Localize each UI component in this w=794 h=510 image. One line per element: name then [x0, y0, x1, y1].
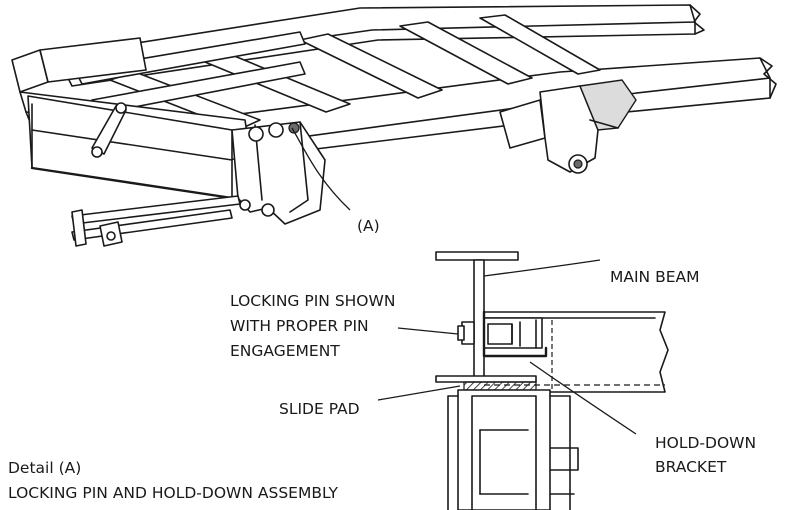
- caption-title: Detail (A): [8, 459, 81, 477]
- locking-pin-leader: [397, 327, 459, 335]
- caption-subtitle: LOCKING PIN AND HOLD-DOWN ASSEMBLY: [8, 484, 339, 502]
- slide-pad-label: SLIDE PAD: [279, 400, 360, 418]
- callout-a-label: (A): [357, 217, 380, 235]
- main-beam-leader: [483, 259, 601, 277]
- hold-down-label-line2: BRACKET: [655, 458, 727, 476]
- locking-pin-label-line1: LOCKING PIN SHOWN: [230, 292, 395, 310]
- locking-pin-label-line3: ENGAGEMENT: [230, 342, 340, 360]
- callout-a-leader: [291, 127, 351, 211]
- main-beam-label: MAIN BEAM: [610, 268, 699, 286]
- slide-pad-leader: [377, 385, 461, 401]
- hold-down-leader: [529, 361, 637, 435]
- trailer-frame-illustration: [11, 4, 777, 247]
- hold-down-label-line1: HOLD-DOWN: [655, 434, 756, 452]
- detail-a-section: [435, 251, 669, 510]
- locking-pin-label-line2: WITH PROPER PIN: [230, 317, 369, 335]
